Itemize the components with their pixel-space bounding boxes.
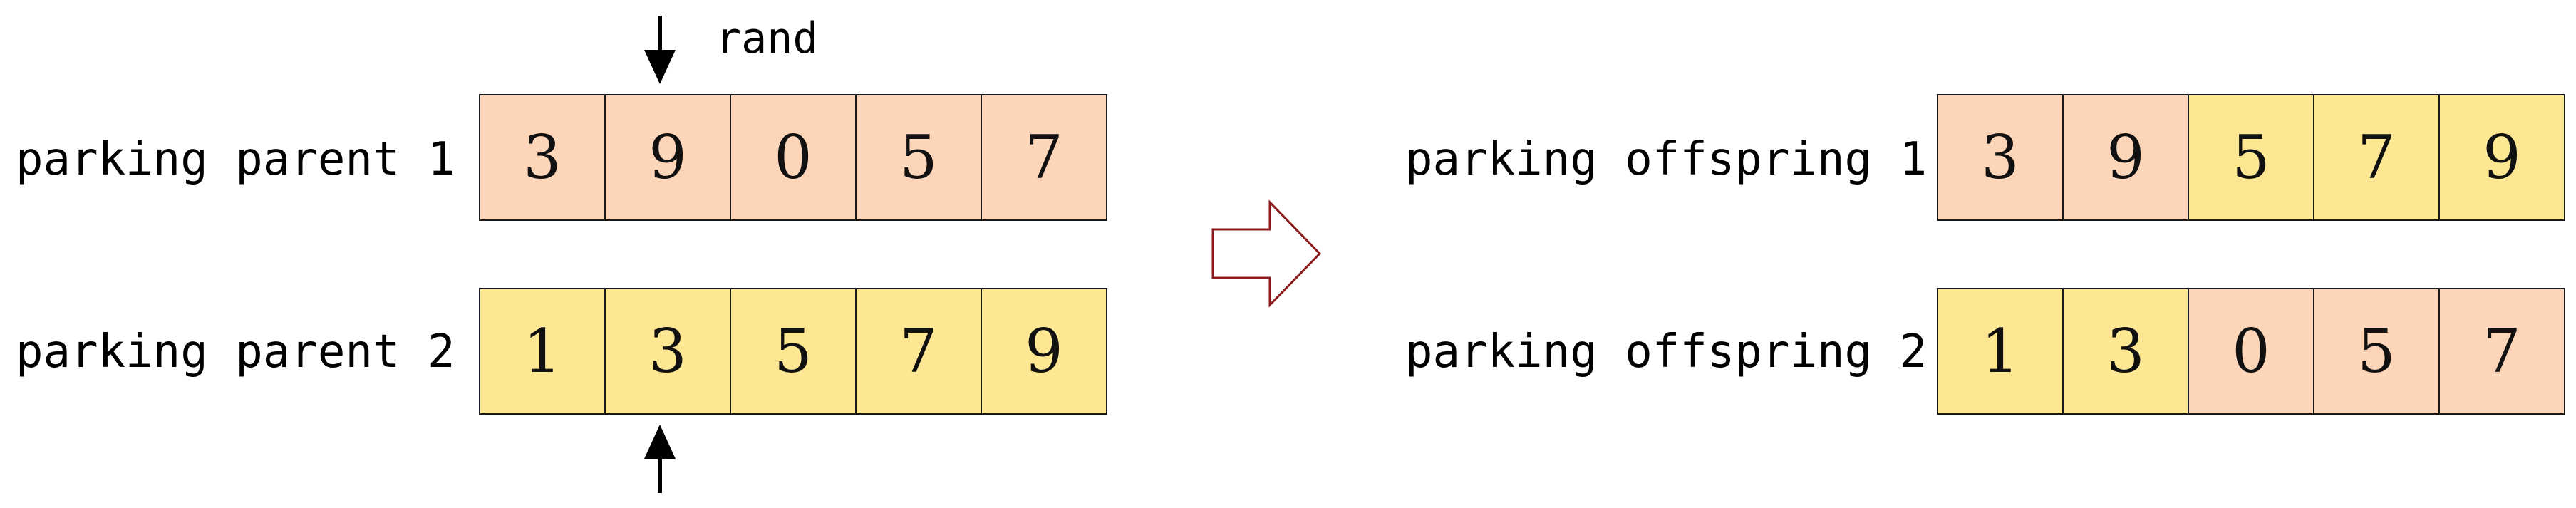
- offspring-2-cell: 5: [2313, 288, 2440, 415]
- offspring-1-cell: 3: [1937, 94, 2064, 221]
- offspring-2-cells: 1 3 0 5 7: [1937, 288, 2565, 415]
- parent-1-cell: 9: [604, 94, 731, 221]
- parent-2-cell: 9: [981, 288, 1107, 415]
- parent-2-cell: 5: [730, 288, 857, 415]
- offspring-2-cell: 0: [2188, 288, 2314, 415]
- hollow-right-arrow-icon: [1211, 199, 1322, 308]
- offspring-1-cell: 7: [2313, 94, 2440, 221]
- offspring-2-cell: 1: [1937, 288, 2064, 415]
- offspring-1-cell: 9: [2062, 94, 2189, 221]
- parent-1-cell: 3: [479, 94, 606, 221]
- parent-2-label: parking parent 2: [16, 326, 455, 378]
- parent-1-cell: 0: [730, 94, 857, 221]
- offspring-2-cell: 3: [2062, 288, 2189, 415]
- offspring-1-cell: 9: [2438, 94, 2565, 221]
- arrow-down-icon: [644, 16, 676, 84]
- offspring-2-label: parking offspring 2: [1405, 326, 1928, 378]
- parent-1-cells: 3 9 0 5 7: [479, 94, 1107, 221]
- offspring-1-cells: 3 9 5 7 9: [1937, 94, 2565, 221]
- offspring-1-cell: 5: [2188, 94, 2314, 221]
- arrow-up-icon: [644, 425, 676, 493]
- parent-1-cell: 7: [981, 94, 1107, 221]
- parent-2-cells: 1 3 5 7 9: [479, 288, 1107, 415]
- offspring-1-label: parking offspring 1: [1405, 133, 1928, 186]
- offspring-2-cell: 7: [2438, 288, 2565, 415]
- cut-point-label: rand: [715, 14, 819, 63]
- parent-2-cell: 1: [479, 288, 606, 415]
- parent-1-cell: 5: [855, 94, 982, 221]
- parent-2-cell: 3: [604, 288, 731, 415]
- parent-2-cell: 7: [855, 288, 982, 415]
- parent-1-label: parking parent 1: [16, 133, 455, 186]
